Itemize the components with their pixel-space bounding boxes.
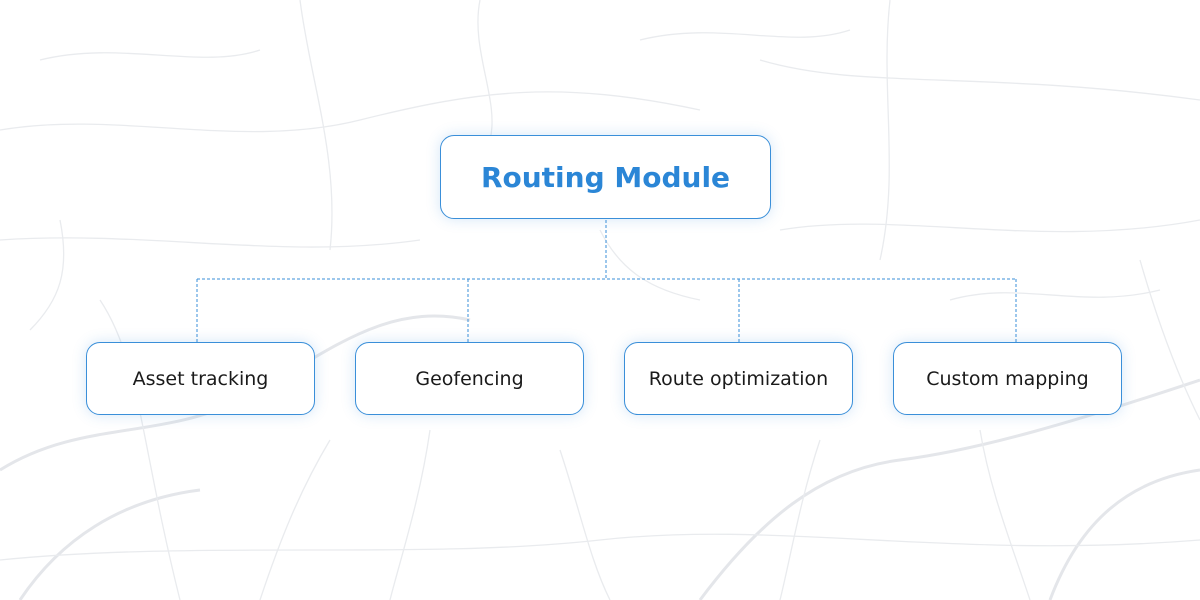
map-road: [559, 449, 611, 600]
map-road: [1139, 259, 1200, 421]
node-custom-mapping: Custom mapping: [893, 342, 1122, 415]
map-road: [0, 237, 421, 248]
node-label: Geofencing: [415, 367, 524, 390]
map-road: [299, 0, 333, 251]
map-road: [949, 289, 1161, 301]
map-road: [0, 533, 1200, 561]
map-road: [39, 49, 261, 61]
node-geofencing: Geofencing: [355, 342, 584, 415]
map-road: [779, 219, 1200, 233]
map-road: [18, 488, 201, 600]
node-route-optimization: Route optimization: [624, 342, 853, 415]
node-label: Routing Module: [480, 160, 731, 194]
node-label: Custom mapping: [926, 367, 1089, 390]
node-routing-module: Routing Module: [440, 135, 771, 219]
map-road: [639, 29, 851, 41]
node-label: Route optimization: [648, 367, 829, 390]
map-road: [477, 0, 493, 141]
map-road: [29, 219, 65, 331]
map-road: [599, 229, 701, 301]
map-road: [389, 429, 431, 600]
map-road: [259, 439, 331, 600]
map-road: [759, 59, 1200, 101]
map-road: [979, 429, 1031, 600]
map-road: [1048, 468, 1200, 600]
node-label: Asset tracking: [132, 367, 269, 390]
map-road: [779, 439, 821, 600]
map-road: [879, 0, 891, 261]
map-road: [0, 91, 701, 133]
node-asset-tracking: Asset tracking: [86, 342, 315, 415]
